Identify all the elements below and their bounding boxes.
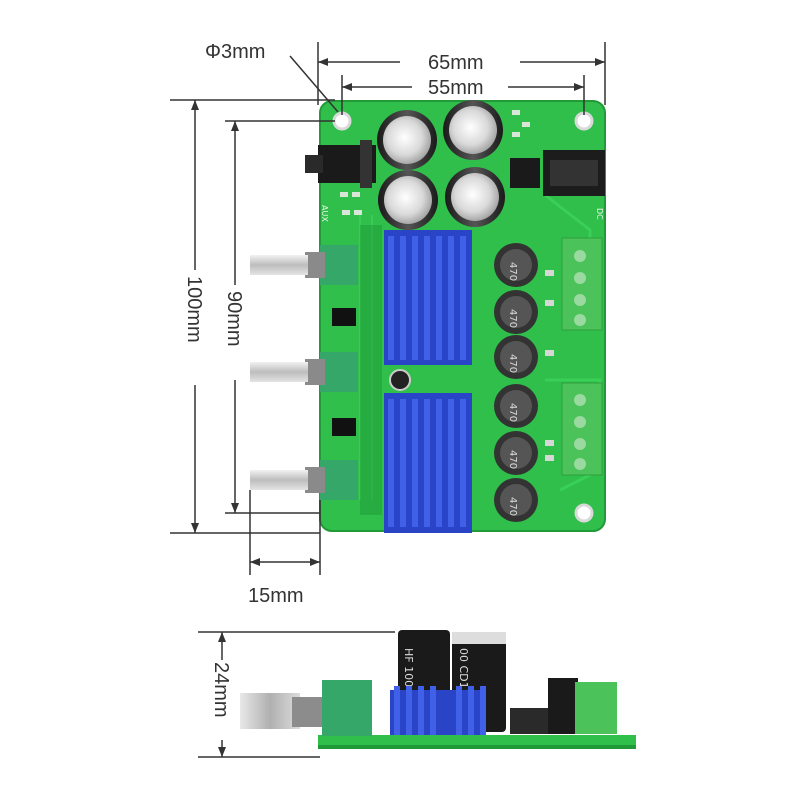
side-heatsink-icon — [390, 686, 486, 735]
side-dimension-arrows — [218, 632, 226, 757]
knob-offset-label: 15mm — [248, 585, 304, 607]
side-cap-label-2: 00 CD11 — [457, 648, 470, 696]
hole-diameter-label: Φ3mm — [205, 41, 265, 63]
height-outer-label: 100mm — [183, 276, 205, 343]
top-view: AUX DC — [250, 100, 606, 533]
svg-text:470: 470 — [507, 497, 518, 516]
width-outer-label: 65mm — [428, 52, 484, 74]
chip-icon — [332, 308, 356, 436]
svg-text:470: 470 — [507, 309, 518, 328]
side-cap-label-1: HF 100 — [402, 648, 415, 687]
dimension-arrows — [191, 58, 605, 566]
side-view: HF 100 00 CD11 — [240, 630, 636, 749]
inductor-icon — [494, 243, 538, 522]
pin-header — [360, 225, 382, 515]
inductor-labels: 470 470 470 470 470 470 — [507, 262, 518, 516]
side-potentiometer-icon — [240, 680, 372, 736]
svg-text:470: 470 — [507, 354, 518, 373]
dc-jack-icon — [510, 150, 605, 196]
side-pcb — [318, 735, 636, 747]
potentiometer-icon — [250, 245, 358, 500]
audio-jack-icon — [305, 140, 376, 188]
dc-label: DC — [595, 208, 604, 220]
height-inner-label: 90mm — [223, 291, 245, 347]
side-terminal-icon — [575, 682, 617, 734]
svg-text:470: 470 — [507, 262, 518, 281]
width-inner-label: 55mm — [428, 77, 484, 99]
dimension-lines — [170, 42, 606, 575]
heatsink-icon — [384, 230, 472, 533]
smd-caps — [545, 270, 554, 461]
svg-text:470: 470 — [507, 450, 518, 469]
side-height-label: 24mm — [210, 662, 232, 718]
screw-terminal-icon — [561, 237, 603, 476]
capacitor-icon — [377, 100, 505, 230]
svg-text:470: 470 — [507, 403, 518, 422]
aux-label: AUX — [320, 205, 329, 222]
smd-parts — [340, 110, 530, 215]
